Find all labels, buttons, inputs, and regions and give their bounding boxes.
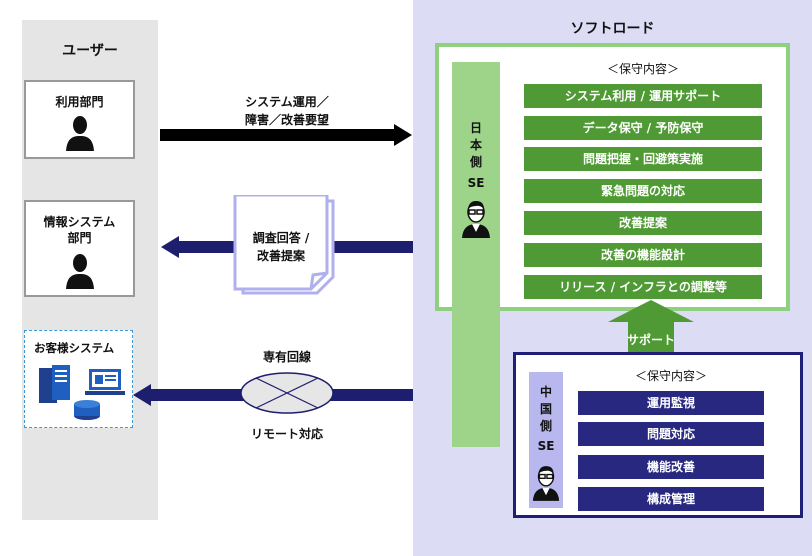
china-se-char: 国: [539, 402, 552, 416]
china-item-1: 運用監視: [578, 391, 764, 415]
japan-item-7: リリース / インフラとの調整等: [524, 275, 762, 299]
china-item-4: 構成管理: [578, 487, 764, 511]
engineer-icon: [462, 201, 490, 238]
support-arrow-icon: [608, 300, 694, 354]
dedicated-line-label: 専有回線: [262, 350, 311, 364]
china-item-3: 機能改善: [578, 455, 764, 479]
japan-se-char: 側: [469, 155, 482, 169]
japan-item-2: データ保守 / 予防保守: [524, 116, 762, 140]
request-arrow-label-line2: 障害／改善要望: [244, 113, 329, 127]
japan-item-4: 緊急問題の対応: [524, 179, 762, 203]
japan-se-char: 日: [469, 121, 482, 135]
person-silhouette-icon: [65, 116, 94, 151]
dept-it-label-line1: 情報システム: [43, 215, 116, 229]
japan-se-text: SE: [467, 176, 485, 190]
customer-system-label: お客様システム: [34, 341, 115, 355]
support-label: サポート: [626, 333, 675, 347]
database-icon: [74, 400, 100, 420]
person-silhouette-icon: [65, 254, 94, 289]
request-arrow-label-line1: システム運用／: [245, 95, 329, 109]
china-maintenance-header: ＜保守内容＞: [634, 369, 707, 383]
remote-label: リモート対応: [250, 427, 323, 441]
china-item-2: 問題対応: [578, 422, 764, 446]
dept-usage-label: 利用部門: [55, 95, 104, 109]
response-arrow-label: 調査回答 / 改善提案: [233, 229, 329, 265]
dedicated-line-ellipse-icon: [240, 372, 334, 414]
japan-item-5: 改善提案: [524, 211, 762, 235]
japan-maintenance-header: ＜保守内容＞: [606, 62, 679, 76]
japan-se-char: 本: [469, 138, 482, 152]
dept-it: 情報システム 部門: [24, 200, 135, 297]
china-se-char: 中: [539, 385, 552, 399]
dept-usage: 利用部門: [24, 80, 135, 159]
server-icon: [39, 365, 70, 403]
response-arrow-label-line1: 調査回答 /: [252, 231, 310, 245]
dept-it-label: 情報システム 部門: [26, 214, 133, 246]
china-se-text: SE: [537, 439, 555, 453]
user-title: ユーザー: [62, 43, 118, 59]
response-arrow-label-line2: 改善提案: [256, 249, 305, 263]
customer-system-box: お客様システム: [24, 330, 133, 428]
document-icon: [233, 195, 335, 295]
dept-it-label-line2: 部門: [67, 231, 92, 245]
china-se-label: 中 国 側 SE: [529, 384, 563, 455]
request-arrow-icon: [160, 124, 412, 146]
japan-item-6: 改善の機能設計: [524, 243, 762, 267]
japan-item-3: 問題把握・回避策実施: [524, 147, 762, 171]
china-se-char: 側: [539, 419, 552, 433]
japan-se-label: 日 本 側 SE: [452, 120, 500, 192]
japan-item-1: システム利用 / 運用サポート: [524, 84, 762, 108]
softroad-title: ソフトロード: [570, 21, 655, 37]
laptop-icon: [85, 369, 125, 395]
request-arrow-label: システム運用／ 障害／改善要望: [192, 93, 382, 129]
engineer-icon: [532, 466, 560, 501]
japan-se-bar: [452, 62, 500, 447]
